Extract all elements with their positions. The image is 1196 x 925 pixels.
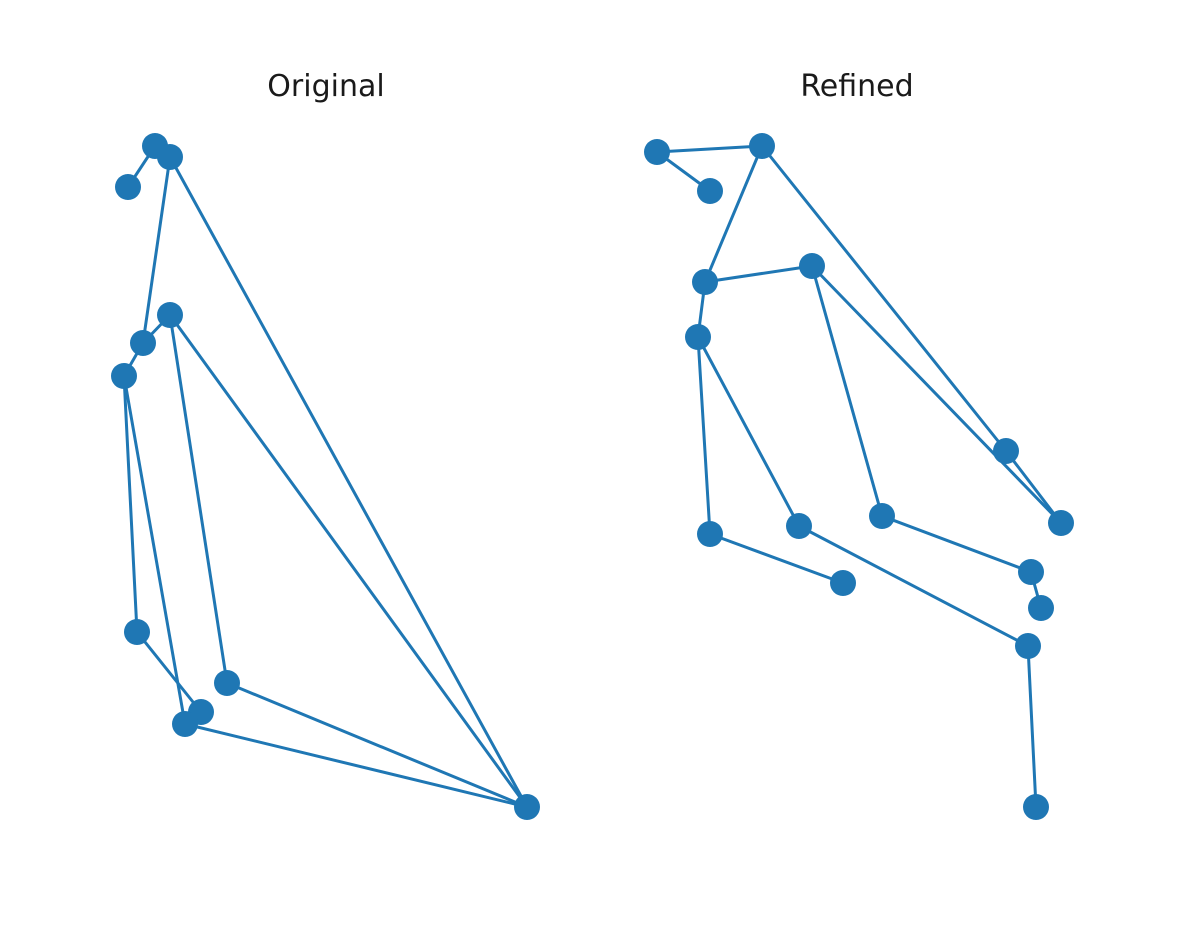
edge-refined-8 (1004, 449, 1063, 525)
edge-original-9 (122, 374, 187, 726)
node-original-7 (214, 670, 240, 696)
node-original-9 (172, 711, 198, 737)
node-original-10 (514, 794, 540, 820)
node-refined-14 (1015, 633, 1041, 659)
node-refined-11 (830, 570, 856, 596)
node-refined-3 (692, 269, 718, 295)
node-original-5 (111, 363, 137, 389)
panel-title-refined: Refined (800, 69, 913, 104)
panel-refined: Refined (644, 69, 1074, 820)
edge-original-8 (225, 681, 529, 809)
panel-original: Original (111, 69, 540, 820)
node-refined-15 (1023, 794, 1049, 820)
edge-refined-3 (760, 144, 1008, 453)
node-refined-13 (1028, 595, 1054, 621)
node-original-1 (157, 144, 183, 170)
edge-refined-14 (880, 514, 1033, 574)
edge-original-5 (168, 155, 529, 809)
edge-refined-1 (655, 144, 764, 154)
edge-original-2 (141, 155, 172, 345)
node-refined-10 (869, 503, 895, 529)
node-original-6 (124, 619, 150, 645)
node-refined-12 (1018, 559, 1044, 585)
edge-original-12 (135, 630, 203, 714)
node-original-2 (115, 174, 141, 200)
node-refined-4 (799, 253, 825, 279)
edge-original-6 (168, 313, 529, 809)
nodes-refined (644, 133, 1074, 820)
node-refined-1 (697, 178, 723, 204)
edge-refined-13 (1026, 644, 1038, 809)
edge-refined-9 (696, 335, 712, 536)
edges-refined (655, 144, 1063, 809)
node-refined-6 (993, 438, 1019, 464)
edge-refined-6 (810, 264, 1063, 525)
edge-original-7 (168, 313, 229, 685)
node-refined-0 (644, 139, 670, 165)
edge-refined-12 (797, 524, 1030, 648)
node-refined-7 (1048, 510, 1074, 536)
nodes-original (111, 133, 540, 820)
edge-refined-10 (708, 532, 845, 585)
node-original-3 (157, 302, 183, 328)
node-refined-5 (685, 324, 711, 350)
edge-refined-2 (703, 144, 764, 284)
node-original-4 (130, 330, 156, 356)
edge-refined-11 (696, 335, 801, 528)
edge-original-11 (122, 374, 139, 634)
edge-original-10 (183, 722, 529, 809)
node-refined-9 (786, 513, 812, 539)
edges-original (122, 144, 529, 809)
node-refined-2 (749, 133, 775, 159)
node-refined-8 (697, 521, 723, 547)
edge-refined-4 (703, 264, 814, 284)
panel-title-original: Original (267, 69, 384, 104)
edge-refined-7 (810, 264, 884, 518)
